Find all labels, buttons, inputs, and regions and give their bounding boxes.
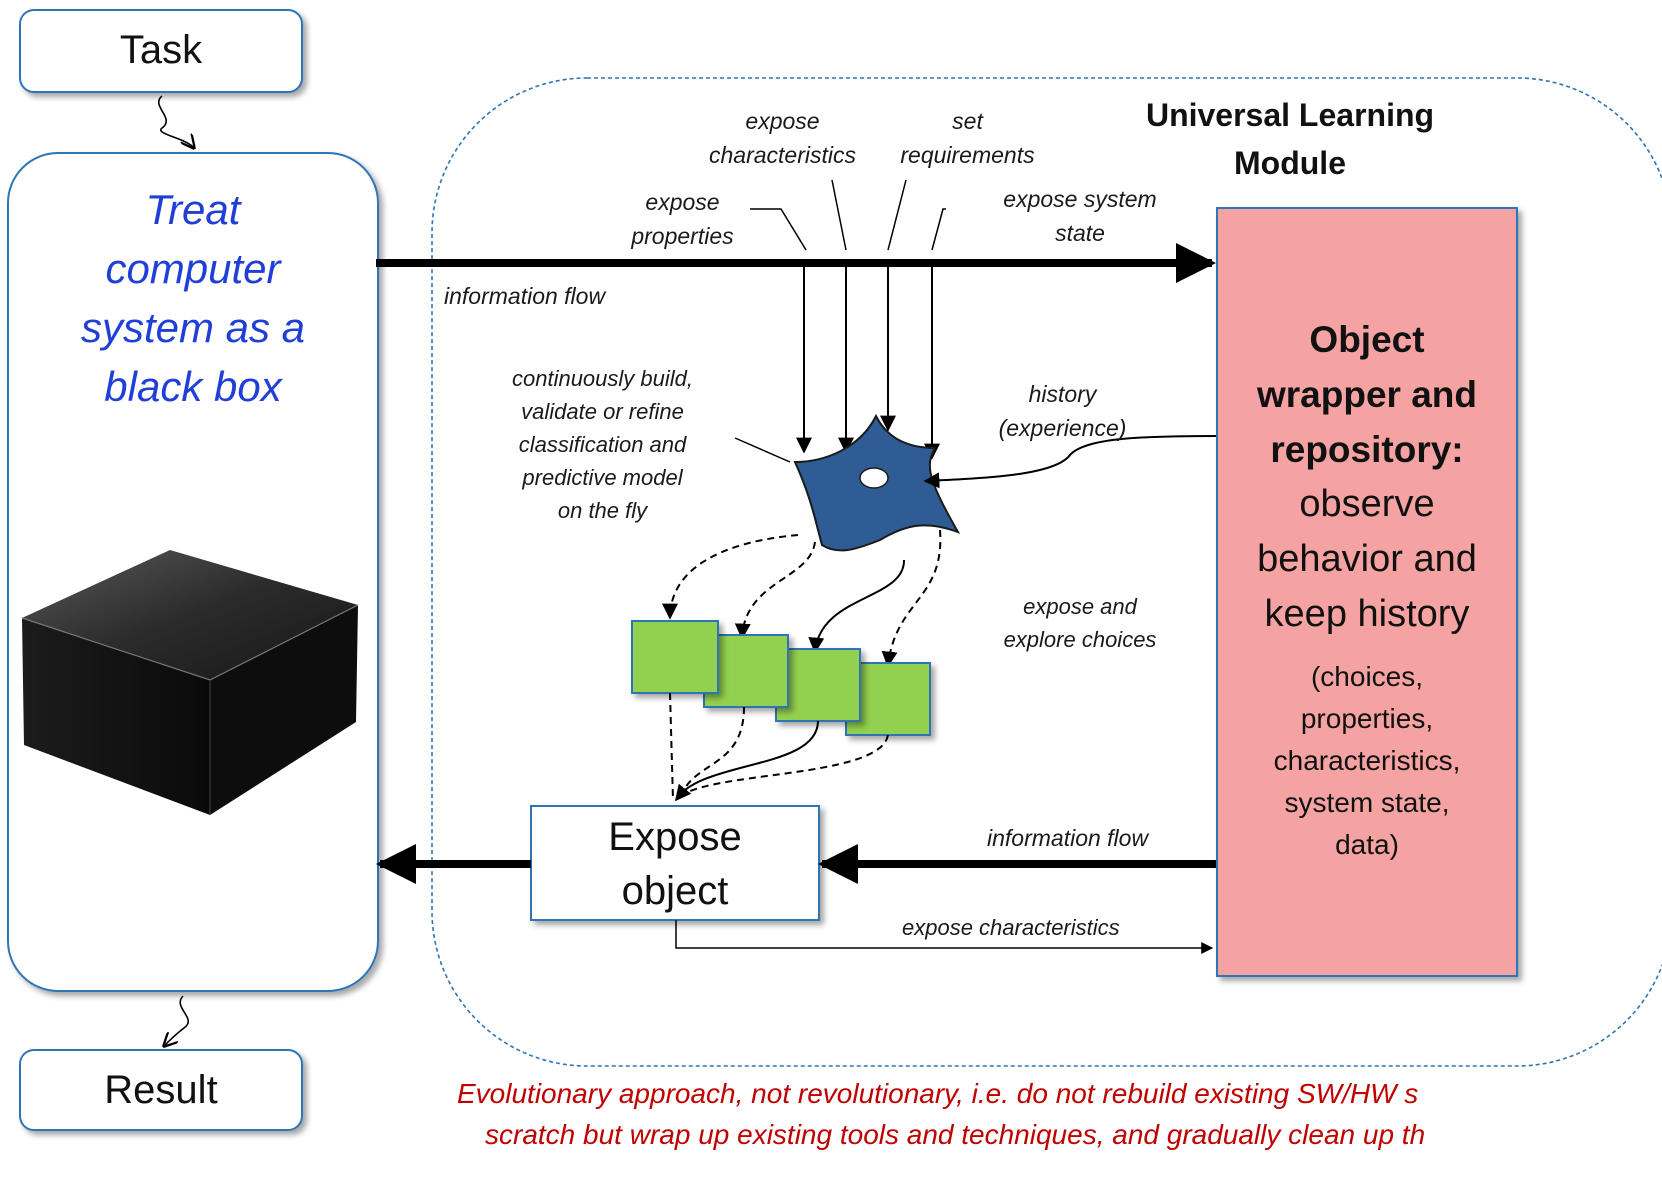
label-expose-system-state: expose system state [985, 182, 1175, 250]
input-arrows [796, 263, 940, 460]
label-line: properties [631, 223, 734, 249]
universal-learning-module [431, 77, 1662, 1067]
history-label: history (experience) [990, 377, 1135, 445]
expose-explore-line: explore choices [1003, 627, 1157, 652]
choice-boxes [631, 620, 931, 736]
label-leaders [750, 179, 946, 251]
black-box-line: computer [105, 245, 281, 292]
model-note-line: continuously build, [511, 366, 693, 391]
label-line: characteristics [709, 142, 856, 168]
black-box-line: Treat [145, 186, 241, 233]
expose-characteristics-label-bottom: expose characteristics [902, 915, 1120, 940]
history-arrow [923, 435, 1218, 489]
model-note: continuously build, validate or refine c… [490, 362, 715, 527]
repository-title-line: repository: [1270, 429, 1464, 470]
expose-object-label: Expose object [531, 810, 819, 918]
module-title-line: Universal Learning [1145, 97, 1435, 133]
task-arrow [158, 95, 194, 148]
expose-object-line: object [621, 869, 729, 913]
model-note-leader [734, 437, 791, 463]
module-title: Universal Learning Module [1125, 91, 1455, 187]
label-line: state [1055, 220, 1105, 246]
black-box-line: black box [104, 363, 282, 410]
history-line: history [1028, 381, 1097, 407]
result-label: Result [104, 1068, 218, 1112]
repository-small-line: data) [1335, 829, 1399, 860]
label-expose-properties: expose properties [600, 185, 765, 253]
repository-mid-line: observe [1299, 483, 1435, 525]
repository-mid-line: behavior and [1257, 538, 1477, 580]
footer-note: Evolutionary approach, not revolutionary… [0, 1074, 1662, 1203]
repository-title-line: Object [1309, 319, 1425, 360]
label-line: expose [645, 189, 720, 215]
model-note-line: classification and [518, 432, 687, 457]
repository-small-line: properties, [1300, 703, 1434, 734]
repository-small-line: (choices, [1310, 661, 1424, 692]
information-flow-label-bottom: information flow [987, 825, 1149, 851]
black-box-image [21, 550, 359, 815]
repository-small-line: characteristics, [1273, 745, 1461, 776]
label-line: requirements [900, 142, 1035, 168]
expose-explore-line: expose and [1023, 594, 1137, 619]
black-box-text: Treat computer system as a black box [8, 180, 378, 416]
repository-mid-line: keep history [1264, 593, 1470, 635]
selection-arrows [669, 692, 889, 802]
task-box [19, 9, 303, 93]
footer-note-line: scratch but wrap up existing tools and t… [485, 1119, 1426, 1150]
repository-title-line: wrapper and [1257, 374, 1477, 415]
model-note-line: predictive model [522, 465, 683, 490]
result-box [19, 1049, 303, 1131]
footer-note-line: Evolutionary approach, not revolutionary… [457, 1078, 1419, 1109]
model-note-line: validate or refine [521, 399, 684, 424]
choice-box [631, 620, 719, 694]
task-label: Task [119, 28, 203, 72]
information-flow-label-top: information flow [444, 283, 606, 309]
neuron [793, 413, 961, 552]
result-arrow [164, 995, 189, 1046]
black-box-line: system as a [80, 304, 306, 351]
expose-object-line: Expose [608, 815, 742, 859]
choice-arrows [662, 529, 942, 668]
repository-box [1216, 207, 1518, 977]
label-line: expose [745, 108, 820, 134]
history-line: (experience) [998, 415, 1127, 441]
expose-explore-label: expose and explore choices [985, 590, 1175, 656]
label-line: expose system [1003, 186, 1157, 212]
model-note-line: on the fly [557, 498, 648, 523]
label-set-requirements: set requirements [880, 104, 1055, 172]
repository-text: Object wrapper and repository: observe b… [1217, 312, 1517, 866]
module-title-line: Module [1234, 145, 1346, 181]
label-line: set [952, 108, 983, 134]
label-expose-characteristics: expose characteristics [690, 104, 875, 172]
expose-characteristics-arrow [675, 920, 1214, 954]
repository-small-line: system state, [1284, 787, 1450, 818]
